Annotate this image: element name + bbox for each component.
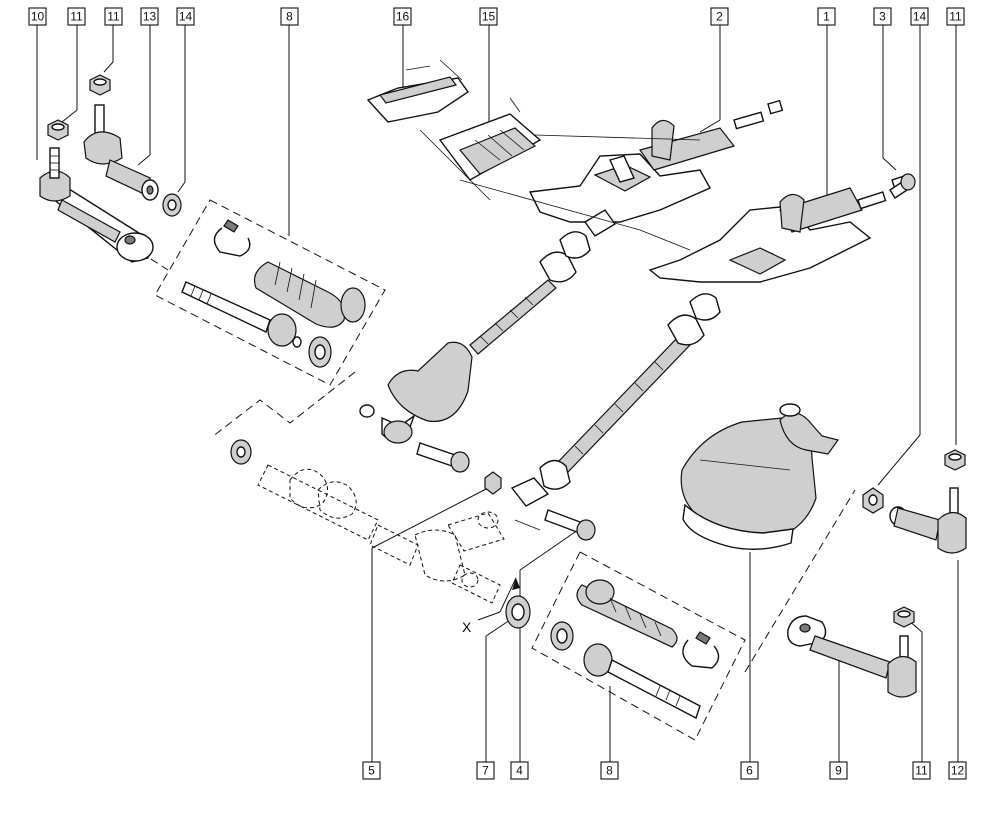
view-arrow-x: X (462, 577, 520, 635)
callout-9-bottom: 9 (829, 761, 848, 780)
svg-text:3: 3 (879, 10, 886, 24)
svg-text:4: 4 (516, 764, 523, 778)
nut-left-b (89, 74, 111, 96)
svg-text:7: 7 (482, 764, 489, 778)
column-bolt (544, 509, 596, 541)
callout-4-bottom: 4 (510, 761, 529, 780)
callout-16-top: 16 (393, 7, 412, 26)
svg-text:8: 8 (606, 764, 613, 778)
callout-2-top: 2 (710, 7, 729, 26)
svg-text:12: 12 (951, 764, 965, 778)
svg-text:8: 8 (286, 10, 293, 24)
callout-6-bottom: 6 (740, 761, 759, 780)
svg-text:10: 10 (31, 10, 45, 24)
steering-rack-outline (230, 439, 505, 604)
column-bolt-3 (889, 173, 916, 199)
leader-lines (36, 25, 959, 762)
callout-8-top: 8 (280, 7, 299, 26)
callout-11-bottom: 11 (912, 761, 931, 780)
svg-text:13: 13 (143, 10, 157, 24)
steering-column-upper (469, 99, 784, 355)
boot-kit-bottom-right (550, 579, 720, 720)
svg-text:1: 1 (823, 10, 830, 24)
svg-text:11: 11 (949, 10, 962, 24)
svg-text:11: 11 (915, 764, 928, 778)
svg-text:5: 5 (368, 764, 375, 778)
tie-rod-end-13 (83, 104, 159, 201)
svg-text:15: 15 (482, 10, 496, 24)
callout-11-top-b: 11 (104, 7, 123, 26)
callout-1-top: 1 (817, 7, 836, 26)
svg-text:14: 14 (913, 10, 927, 24)
callout-12-bottom: 12 (948, 761, 967, 780)
svg-text:11: 11 (70, 10, 83, 24)
callout-7-bottom: 7 (476, 761, 495, 780)
svg-text:9: 9 (835, 764, 842, 778)
callout-14-top-left: 14 (176, 7, 195, 26)
callout-8-bottom: 8 (600, 761, 619, 780)
view-label: X (462, 619, 472, 635)
boot-kit-top-left (181, 219, 366, 368)
nut-column (484, 471, 502, 495)
callout-15-top: 15 (479, 7, 498, 26)
column-bracket-16 (366, 59, 469, 123)
steering-column-lower (510, 175, 908, 507)
svg-text:16: 16 (396, 10, 410, 24)
construction-lines (419, 129, 701, 251)
callout-5-bottom: 5 (362, 761, 381, 780)
callout-14-top-right: 14 (910, 7, 929, 26)
pinion-seal (505, 595, 531, 629)
callout-13-top: 13 (140, 7, 159, 26)
tie-rod-end-9 (787, 606, 917, 698)
tie-rod-end-left (39, 147, 154, 263)
callout-10-top: 10 (28, 7, 47, 26)
callout-11-top-a: 11 (67, 7, 86, 26)
svg-text:11: 11 (107, 10, 120, 24)
column-boot-upper (359, 341, 473, 473)
callout-3-top: 3 (873, 7, 892, 26)
svg-text:14: 14 (179, 10, 193, 24)
dashed-assembly-links (139, 199, 856, 741)
svg-text:2: 2 (716, 10, 723, 24)
lock-nut-left (162, 193, 182, 217)
tie-rod-end-right (862, 449, 967, 554)
footwell-boot (680, 403, 840, 550)
column-bracket-15 (438, 97, 542, 181)
nut-left-a (47, 119, 69, 141)
svg-text:6: 6 (746, 764, 753, 778)
callout-11-top-right: 11 (946, 7, 965, 26)
